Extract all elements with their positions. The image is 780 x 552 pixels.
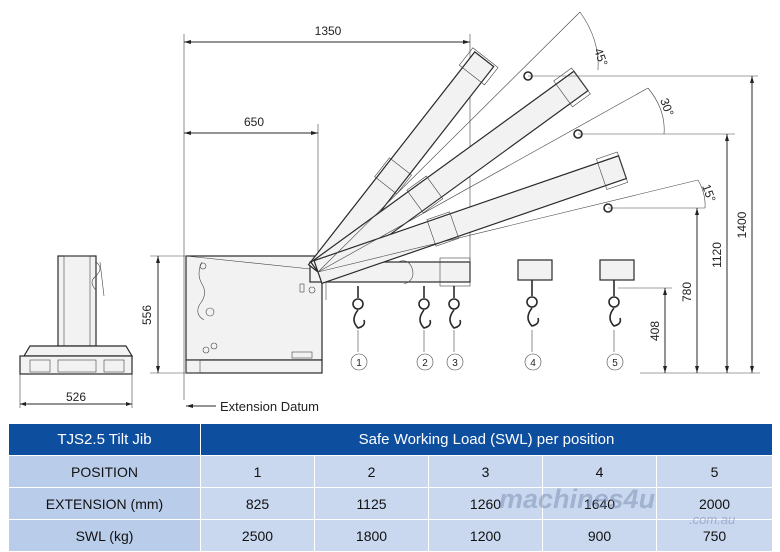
table-cell: 5 xyxy=(655,455,774,488)
table-cell: 1640 xyxy=(542,487,657,520)
dim-height-15: 780 xyxy=(680,282,694,302)
jib-frame xyxy=(185,255,323,374)
table-cell: 1800 xyxy=(314,519,429,552)
table-cell: 4 xyxy=(542,455,657,488)
technical-drawing: 526 556 1350 650 xyxy=(19,11,760,414)
table-cell: 1260 xyxy=(428,487,543,520)
dimension-556: 556 xyxy=(140,255,185,374)
angle-15: 15° xyxy=(699,182,718,204)
angle-lines: 45° 30° 15° xyxy=(317,11,758,273)
table-cell: 3 xyxy=(428,455,543,488)
position-marker-2: 2 xyxy=(422,358,428,369)
row-label: SWL (kg) xyxy=(8,519,201,552)
position-marker-3: 3 xyxy=(452,358,458,369)
table-cell: 1200 xyxy=(428,519,543,552)
table-cell: 750 xyxy=(655,519,774,552)
position-marker-5: 5 xyxy=(612,358,618,369)
dim-datum-offset: 650 xyxy=(244,115,264,129)
table-cell: 2 xyxy=(314,455,429,488)
height-dimensions: 1400 1120 780 408 xyxy=(618,76,760,374)
table-cell: 2000 xyxy=(655,487,774,520)
dim-overall-reach: 1350 xyxy=(315,24,342,38)
position-marker-4: 4 xyxy=(530,358,536,369)
dim-height-30: 1120 xyxy=(710,242,724,268)
position-marker-1: 1 xyxy=(356,358,362,369)
table-row: EXTENSION (mm) 825 1125 1260 1640 2000 xyxy=(8,487,774,520)
table-cell: 900 xyxy=(542,519,657,552)
table-title: TJS2.5 Tilt Jib xyxy=(8,423,201,456)
table-cell: 825 xyxy=(200,487,315,520)
base-side-view: 526 xyxy=(19,255,134,408)
table-row: SWL (kg) 2500 1800 1200 900 750 xyxy=(8,519,774,552)
table-cell: 1 xyxy=(200,455,315,488)
angle-30: 30° xyxy=(657,96,676,118)
table-header-row: TJS2.5 Tilt Jib Safe Working Load (SWL) … xyxy=(8,423,774,456)
angle-45: 45° xyxy=(591,46,610,68)
swl-table: TJS2.5 Tilt Jib Safe Working Load (SWL) … xyxy=(8,423,774,552)
extension-datum: Extension Datum xyxy=(186,399,319,414)
row-label: EXTENSION (mm) xyxy=(8,487,201,520)
row-label: POSITION xyxy=(8,455,201,488)
dim-base-width: 526 xyxy=(66,390,86,404)
table-row: POSITION 1 2 3 4 5 xyxy=(8,455,774,488)
dim-height-45: 1400 xyxy=(735,211,749,238)
dim-height-total: 556 xyxy=(140,305,154,325)
hook-positions: 1 2 3 4 5 xyxy=(350,259,635,371)
table-cell: 2500 xyxy=(200,519,315,552)
table-header: Safe Working Load (SWL) per position xyxy=(199,423,774,456)
table-cell: 1125 xyxy=(314,487,429,520)
datum-label: Extension Datum xyxy=(220,399,319,414)
dim-height-pos5: 408 xyxy=(648,321,662,341)
